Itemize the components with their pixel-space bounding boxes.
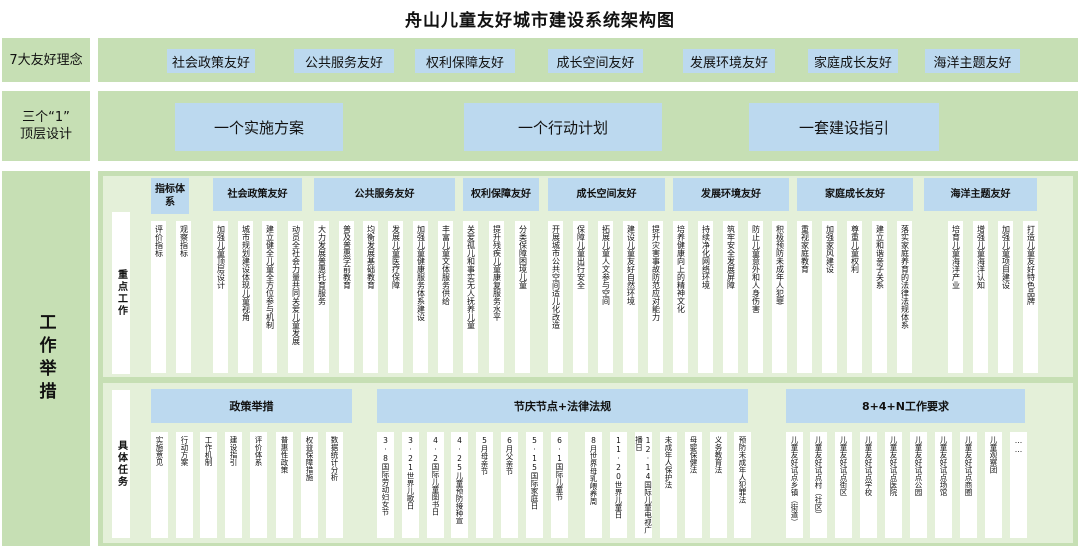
focus-group-header: 公共服务友好 xyxy=(314,178,455,211)
focus-group-header: 海洋主题友好 xyxy=(924,178,1037,211)
focus-group-header: 成长空间友好 xyxy=(548,178,665,211)
task-item: 5·15国际家庭日 xyxy=(526,432,543,538)
concept-pill: 权利保障友好 xyxy=(415,49,515,73)
task-item: 儿童友好试点乡镇（街道） xyxy=(786,432,803,538)
row2-label: 三个“1” 顶层设计 xyxy=(2,91,90,161)
design-pill: 一套建设指引 xyxy=(749,103,939,151)
focus-group-header: 社会政策友好 xyxy=(213,178,302,211)
focus-item: 落实家庭养育的法律法规体系 xyxy=(897,221,912,373)
task-item: 儿童观察团 xyxy=(985,432,1002,538)
design-pill: 一个行动计划 xyxy=(464,103,662,151)
focus-item: 培育儿童海洋产业 xyxy=(948,221,963,373)
focus-item: 发展儿童医疗保障 xyxy=(388,221,403,373)
task-item: 6月父亲节 xyxy=(501,432,518,538)
task-item: 儿童友好试点村（社区） xyxy=(810,432,827,538)
focus-item: 筑牢安全发展屏障 xyxy=(723,221,738,373)
focus-item: 积极预防未成年人犯罪 xyxy=(772,221,787,373)
design-pill: 一个实施方案 xyxy=(175,103,343,151)
task-item: 母婴保健法 xyxy=(685,432,702,538)
focus-item: 培养健康向上的精神文化 xyxy=(673,221,688,373)
focus-item: 丰富儿童文体服务供给 xyxy=(438,221,453,373)
task-item: 6·1国际儿童节 xyxy=(551,432,568,538)
concept-pill: 海洋主题友好 xyxy=(925,49,1020,73)
focus-item: 动员全社会力量共同关爱儿童发展 xyxy=(288,221,303,373)
task-item: 预防未成年人犯罪法 xyxy=(734,432,751,538)
task-item: 儿童友好试点学校 xyxy=(860,432,877,538)
task-item: 儿童友好试点场馆 xyxy=(935,432,952,538)
task-group-header: 8+4+N工作要求 xyxy=(786,389,1025,423)
focus-item: 普及普惠学前教育 xyxy=(339,221,354,373)
task-item: 儿童友好试点商圈 xyxy=(960,432,977,538)
task-item: 3·8国际劳动妇女节 xyxy=(377,432,394,538)
focus-item: 评价指标 xyxy=(151,221,166,373)
concept-pill: 家庭成长友好 xyxy=(808,49,898,73)
focus-item: 建立健全儿童全方位参与机制 xyxy=(262,221,277,373)
task-item: 数据统计分析 xyxy=(326,432,343,538)
focus-item: 建设儿童友好自然环境 xyxy=(623,221,638,373)
focus-item: 重视家庭教育 xyxy=(797,221,812,373)
task-group-header: 政策举措 xyxy=(151,389,352,423)
focus-group-header: 权利保障友好 xyxy=(463,178,539,211)
focus-item: 加强儿童顶层设计 xyxy=(213,221,228,373)
task-item: 12·14国际儿童电视广播日 xyxy=(635,432,652,538)
focus-label: 重点工作 xyxy=(112,212,130,374)
task-item: 3·21世界儿歌日 xyxy=(402,432,419,538)
focus-group-header: 家庭成长友好 xyxy=(797,178,913,211)
focus-item: 打造儿童友好特色品牌 xyxy=(1023,221,1038,373)
task-item: 儿童友好试点医院 xyxy=(885,432,902,538)
focus-item: 尊重儿童权利 xyxy=(847,221,862,373)
task-item: 义务教育法 xyxy=(710,432,727,538)
focus-item: 保障儿童出行安全 xyxy=(573,221,588,373)
task-item: 行动方案 xyxy=(176,432,193,538)
focus-item: 开展城市公共空间适儿化改造 xyxy=(548,221,563,373)
focus-group-header: 指标体系 xyxy=(151,178,189,214)
focus-item: 提升残疾儿童康复服务水平 xyxy=(489,221,504,373)
task-item: 工作机制 xyxy=(200,432,217,538)
task-item: 实施意见 xyxy=(151,432,168,538)
task-item: 4·2国际儿童图书日 xyxy=(427,432,444,538)
task-item: 权益保障措施 xyxy=(301,432,318,538)
page-title: 舟山儿童友好城市建设系统架构图 xyxy=(405,11,675,31)
task-item: 未成年人保护法 xyxy=(660,432,677,538)
focus-item: 拓展儿童人文参与空间 xyxy=(598,221,613,373)
focus-item: 加强儿童项目建设 xyxy=(998,221,1013,373)
focus-item: 防止儿童意外和人身伤害 xyxy=(748,221,763,373)
focus-item: 持续净化网络环境 xyxy=(698,221,713,373)
task-group-header: 节庆节点+法律法规 xyxy=(377,389,748,423)
focus-item: 增强儿童海洋认知 xyxy=(973,221,988,373)
focus-item: 城市规划建设体现儿童视角 xyxy=(238,221,253,373)
focus-item: 均衡发展基础教育 xyxy=(363,221,378,373)
focus-group-header: 发展环境友好 xyxy=(673,178,789,211)
focus-item: 加强儿童健康服务体系建设 xyxy=(413,221,428,373)
task-item: 5月母亲节 xyxy=(476,432,493,538)
task-item: 4·25儿童预防接种宣 xyxy=(451,432,468,538)
task-label: 具体任务 xyxy=(112,390,130,538)
concept-pill: 公共服务友好 xyxy=(294,49,394,73)
focus-item: 建立和谐亲子关系 xyxy=(872,221,887,373)
row1-label: 7大友好理念 xyxy=(2,38,90,82)
task-item: 建设指引 xyxy=(225,432,242,538)
row2-label-line2: 顶层设计 xyxy=(19,127,72,142)
concept-pill: 成长空间友好 xyxy=(548,49,643,73)
task-item: 普惠性政策 xyxy=(276,432,293,538)
focus-item: 提升灾害事故防范应对能力 xyxy=(648,221,663,373)
task-item: 11·20世界儿童日 xyxy=(610,432,627,538)
task-item: 评价体系 xyxy=(250,432,267,538)
task-item: 8月世界母乳喂养周 xyxy=(585,432,602,538)
concept-pill: 发展环境友好 xyxy=(683,49,775,73)
task-item: …… xyxy=(1010,432,1027,538)
focus-item: 关爱孤儿和事实无人抚养儿童 xyxy=(463,221,478,373)
concept-pill: 社会政策友好 xyxy=(167,49,255,73)
task-item: 儿童友好试点街区 xyxy=(835,432,852,538)
work-label: 工作举措 xyxy=(2,171,90,546)
task-item: 儿童友好试点公园 xyxy=(910,432,927,538)
row2-label-line1: 三个“1” xyxy=(22,110,70,125)
focus-item: 大力发展普惠托育服务 xyxy=(314,221,329,373)
focus-item: 分类保障困境儿童 xyxy=(515,221,530,373)
focus-item: 加强家风建设 xyxy=(822,221,837,373)
focus-item: 观察指标 xyxy=(176,221,191,373)
